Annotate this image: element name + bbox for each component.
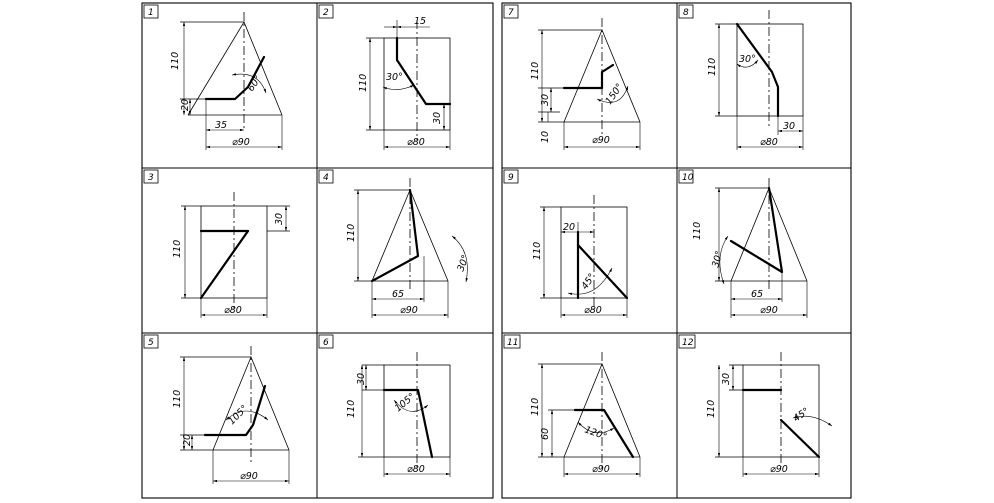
panel-12-angle-label: 45°	[791, 406, 811, 425]
panel-number-7: 7	[508, 8, 514, 18]
panel-11-angle-label: 120°	[583, 424, 608, 442]
panel-2-angle-label: 30°	[386, 72, 403, 83]
panel-5-angle-label: 105°	[226, 403, 250, 427]
panel-10-width-label: 65	[751, 289, 763, 300]
panel-1-angle-label: 60°	[245, 74, 264, 94]
panel-6-height-label: 110	[346, 400, 357, 418]
panel-10-height-label: 110	[692, 222, 703, 240]
panel-3-drawing	[181, 192, 290, 318]
panel-5-height-label: 110	[172, 390, 183, 408]
panel-number-8: 8	[683, 8, 689, 18]
panel-12-drawing	[715, 352, 833, 477]
panel-5-step-label: 20	[182, 434, 193, 446]
panel-12-height-label: 110	[706, 400, 717, 418]
panel-9-height-label: 110	[532, 242, 543, 260]
panel-number-11: 11	[507, 338, 518, 348]
panel-12-diameter-label: ⌀90	[770, 464, 788, 475]
panel-7-height-label: 110	[530, 62, 541, 80]
panel-7-diameter-label: ⌀90	[592, 135, 610, 146]
panel-6-diameter-label: ⌀80	[407, 464, 425, 475]
panel-1-drawing	[180, 12, 283, 150]
panel-2-top-label: 15	[414, 16, 426, 27]
panel-3-diameter-label: ⌀80	[224, 305, 242, 316]
panel-4-angle-label: 30°	[455, 253, 471, 273]
panel-10-drawing	[715, 178, 808, 318]
panel-1-width-label: 35	[215, 120, 227, 131]
panel-5-drawing	[180, 346, 290, 484]
panel-12-top-label: 30	[721, 373, 732, 385]
panel-number-5: 5	[148, 338, 154, 348]
panel-8-diameter-label: ⌀80	[760, 137, 778, 148]
panel-10-diameter-label: ⌀90	[760, 305, 778, 316]
panel-4-drawing	[354, 178, 468, 318]
panel-8-drawing	[715, 10, 804, 150]
panel-7-angle-label: 150°	[603, 82, 625, 107]
panel-7-drawing	[538, 18, 641, 150]
panel-number-10: 10	[682, 173, 694, 183]
panel-1-height-label: 110	[170, 52, 181, 70]
panel-number-4: 4	[323, 173, 329, 183]
panel-1-step-label: 20	[180, 99, 191, 111]
panel-number-12: 12	[682, 338, 694, 348]
panel-number-3: 3	[148, 173, 154, 183]
panel-9-top-label: 20	[563, 222, 575, 233]
panel-number-1: 1	[148, 8, 154, 18]
panel-3-right-label: 30	[274, 213, 285, 225]
panel-8-right-label: 30	[783, 121, 795, 132]
panel-6-top-label: 30	[356, 373, 367, 385]
panel-8-height-label: 110	[707, 58, 718, 76]
panel-6-angle-label: 105°	[393, 391, 418, 414]
panel-number-9: 9	[508, 173, 514, 183]
panel-number-boxes	[143, 4, 696, 349]
panel-6-drawing	[358, 352, 451, 477]
panel-3-height-label: 110	[172, 240, 183, 258]
panel-5-diameter-label: ⌀90	[240, 471, 258, 482]
panel-4-diameter-label: ⌀90	[400, 305, 418, 316]
panel-7-step-label: 30	[540, 94, 551, 106]
panel-11-step-label: 60	[540, 428, 551, 440]
panel-4-height-label: 110	[346, 224, 357, 242]
panel-11-diameter-label: ⌀90	[592, 464, 610, 475]
panel-2-drawing	[366, 20, 452, 150]
panel-number-2: 2	[323, 8, 329, 18]
panel-8-angle-label: 30°	[739, 54, 756, 65]
panel-4-width-label: 65	[392, 289, 404, 300]
grid-lines	[142, 3, 851, 498]
panel-11-drawing	[538, 352, 641, 477]
panel-2-right-label: 30	[432, 112, 443, 124]
panel-2-diameter-label: ⌀80	[407, 137, 425, 148]
panel-1-diameter-label: ⌀90	[232, 137, 250, 148]
panel-9-diameter-label: ⌀80	[584, 305, 602, 316]
panel-9-drawing	[540, 195, 629, 318]
panel-10-angle-label: 30°	[710, 250, 725, 269]
panel-11-height-label: 110	[530, 398, 541, 416]
panel-number-6: 6	[323, 338, 329, 348]
panel-7-base-label: 10	[540, 131, 551, 143]
panel-2-height-label: 110	[358, 74, 369, 92]
